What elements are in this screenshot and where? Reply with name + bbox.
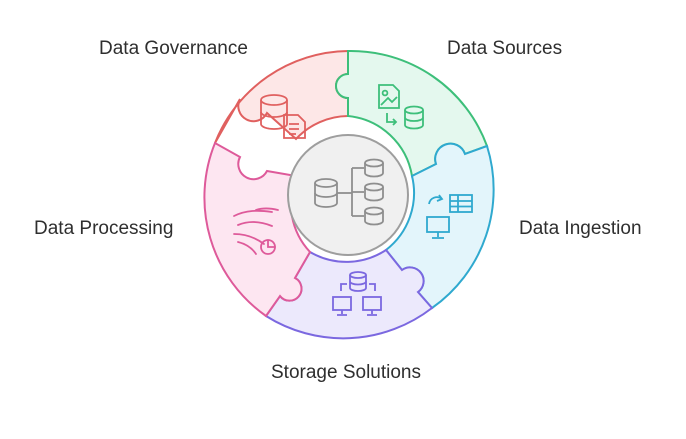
label-storage-solutions: Storage Solutions [271,362,421,383]
center-hub [287,134,409,256]
label-data-ingestion: Data Ingestion [519,218,642,239]
center-hub-circle [287,134,409,256]
segment-data-processing [203,141,312,318]
label-data-processing: Data Processing [34,218,174,239]
segment-data-governance [214,49,349,144]
database-hierarchy-icon [314,158,384,226]
table-to-monitor-icon [426,194,473,239]
segment-data-processing-shape [203,141,312,318]
label-data-governance: Data Governance [99,38,248,59]
label-data-sources: Data Sources [447,38,563,59]
database-document-icon [260,94,306,139]
segment-data-governance-shape [214,49,349,144]
database-network-icon [332,271,382,316]
image-to-database-icon [378,84,424,130]
data-streams-chart-icon [233,207,279,255]
